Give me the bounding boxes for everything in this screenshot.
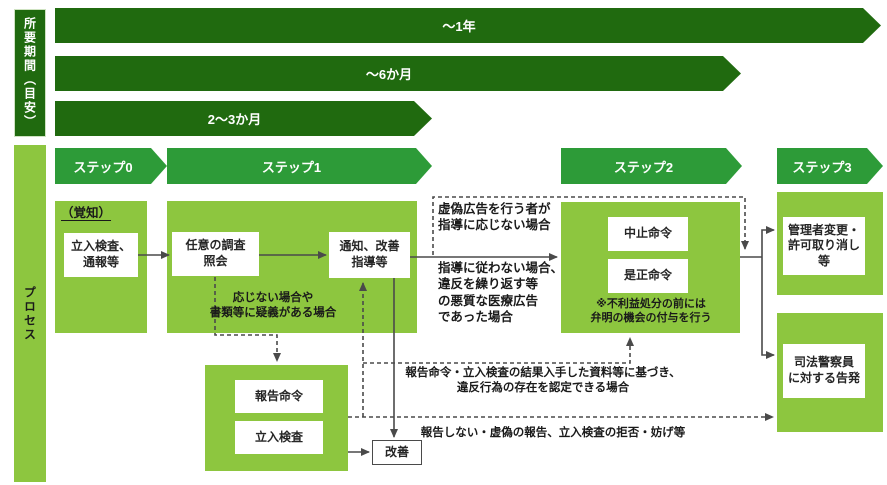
- note-non-compliance: 指導に従わない場合、 違反を繰り返す等 の悪質な医療広告 であった場合: [438, 261, 564, 324]
- box-notice-guidance: 通知、改善 指導等: [329, 232, 410, 278]
- step-arrow-0: ステップ0: [55, 148, 167, 184]
- note-disadvantage: ※不利益処分の前には 弁明の機会の付与を行う: [590, 298, 712, 325]
- step-arrow-1: ステップ1: [167, 148, 432, 184]
- box-onsite-inspection-report: 立入検査、 通報等: [64, 233, 138, 277]
- arrow-junction-to-accusation: [761, 257, 775, 359]
- arrow-junction-to-manager-change: [761, 226, 775, 257]
- box-correction-order: 是正命令: [608, 259, 688, 293]
- box-report-order: 報告命令: [235, 380, 323, 413]
- box-manager-change: 管理者変更・ 許可取り消し 等: [783, 217, 865, 275]
- dashed-inquiry-to-report-panel: [214, 277, 281, 362]
- timeline-arrow-6months: ～6か月: [55, 56, 741, 91]
- note-report-result: 報告命令・立入検査の結果入手した資料等に基づき、 違反行為の存在を認定できる場合: [405, 367, 681, 394]
- box-judicial-accusation: 司法警察員 に対する告発: [783, 344, 865, 398]
- step-arrow-2: ステップ2: [561, 148, 742, 184]
- timeline-arrow-2-3months: 2～3か月: [55, 101, 432, 136]
- dashed-false-ad-bypass: [432, 196, 749, 255]
- box-suspension-order: 中止命令: [608, 217, 688, 251]
- awareness-label: （覚知）: [61, 206, 112, 220]
- box-voluntary-inquiry: 任意の調査 照会: [172, 232, 259, 276]
- step-arrow-3: ステップ3: [777, 148, 883, 184]
- note-no-response-doubt: 応じない場合や 書類等に疑義がある場合: [209, 292, 337, 319]
- dashed-result-to-step2: [363, 337, 634, 364]
- note-false-ad-no-response: 虚偽広告を行う者が 指導に応じない場合: [438, 202, 551, 233]
- note-no-report: 報告しない・虚偽の報告、立入検査の拒否・妨げ等: [420, 427, 686, 439]
- duration-sidebar-label: 所要期間（目安）: [14, 9, 46, 137]
- process-sidebar-label: プロセス: [14, 145, 46, 482]
- timeline-arrow-1year: ～1年: [55, 8, 881, 43]
- box-onsite-inspection: 立入検査: [235, 421, 323, 454]
- box-improvement: 改善: [372, 440, 422, 465]
